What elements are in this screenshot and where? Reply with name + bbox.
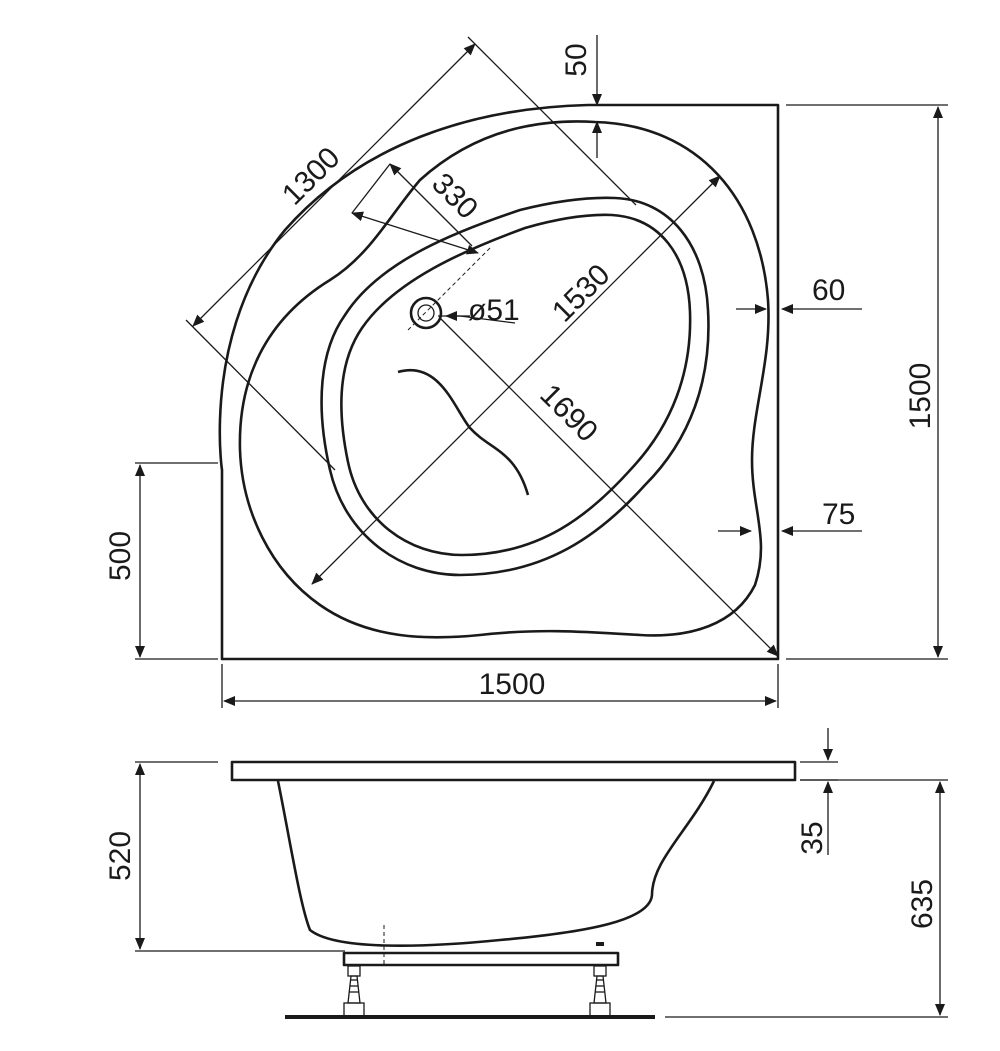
tub-rim-side — [230, 760, 797, 782]
dim-text-1300: 1300 — [276, 141, 347, 212]
dim-text-520: 520 — [104, 831, 137, 881]
dim-text-drain-diameter: ø51 — [468, 294, 520, 327]
dim-text-1500-height: 1500 — [904, 363, 937, 430]
tub-rim-inner-outline — [238, 120, 770, 639]
side-view: 520 35 635 — [104, 728, 948, 1019]
drain-inner — [417, 304, 435, 322]
dim-text-1500-width: 1500 — [479, 668, 546, 701]
dim-line-1690 — [439, 317, 779, 657]
dim-text-635: 635 — [906, 879, 939, 929]
support-frame — [342, 951, 620, 967]
top-view: 1300 330 50 1530 1690 ø51 60 75 1500 — [104, 35, 948, 708]
dim-text-330: 330 — [425, 167, 484, 226]
dim-text-1530: 1530 — [546, 258, 617, 329]
dim-text-35: 35 — [796, 821, 829, 854]
dim-text-50: 50 — [560, 43, 593, 76]
dim-text-1690: 1690 — [533, 378, 604, 449]
support-leg-left — [343, 965, 365, 1018]
basin-outer-outline — [320, 196, 710, 577]
dim-text-500: 500 — [104, 531, 137, 581]
drain-outer — [409, 296, 443, 330]
dim-text-75: 75 — [822, 498, 855, 531]
tub-body-side — [276, 780, 716, 947]
dim-text-60: 60 — [812, 274, 845, 307]
dim-line-1530 — [311, 175, 721, 585]
